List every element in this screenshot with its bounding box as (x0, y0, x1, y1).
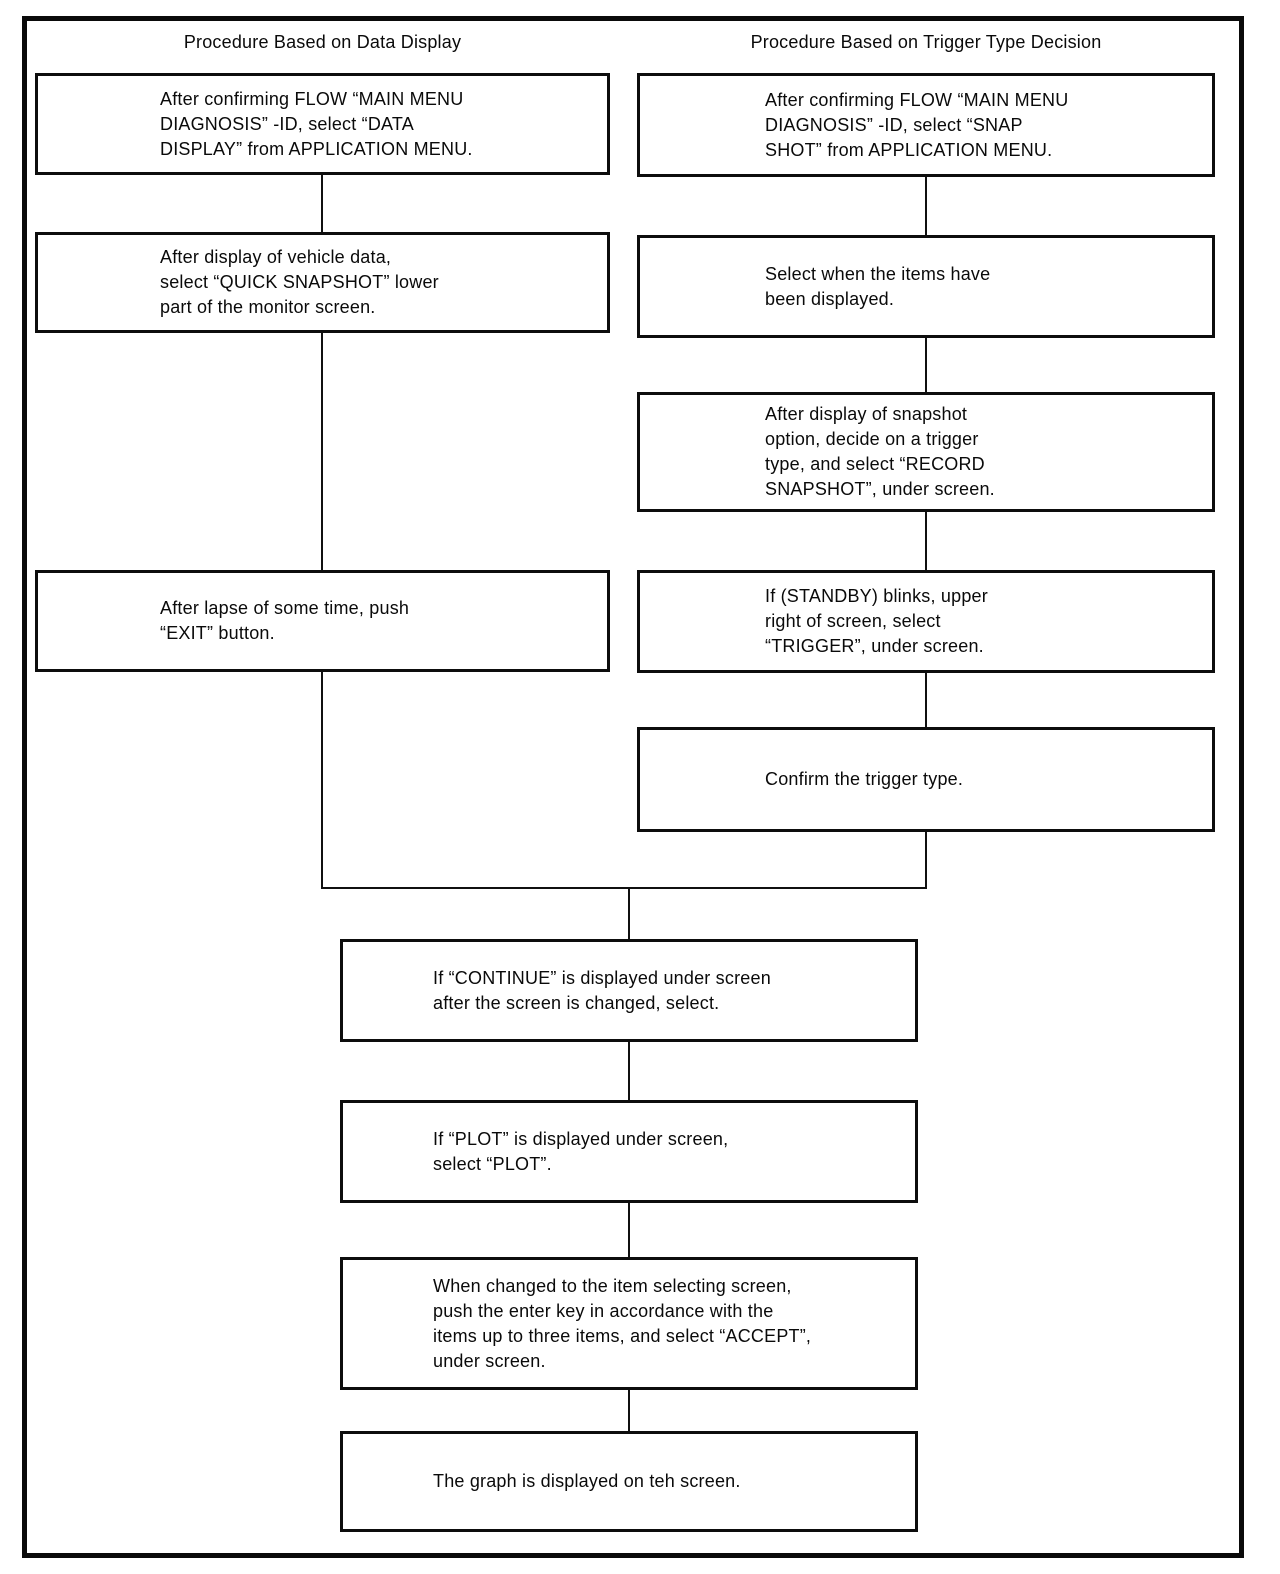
flow-box-data-display-step-3: After lapse of some time, push “EXIT” bu… (35, 570, 610, 672)
flow-box-merged-step-3: When changed to the item selecting scree… (340, 1257, 918, 1390)
merge-junction-line (321, 887, 927, 889)
connector-merged-2-3 (628, 1203, 630, 1257)
flow-box-trigger-step-1: After confirming FLOW “MAIN MENU DIAGNOS… (637, 73, 1215, 177)
connector-trigger-4-5 (925, 673, 927, 727)
flow-box-data-display-step-1: After confirming FLOW “MAIN MENU DIAGNOS… (35, 73, 610, 175)
flow-box-merged-step-4: The graph is displayed on teh screen. (340, 1431, 918, 1532)
outer-border (22, 16, 1244, 1558)
flow-box-text: The graph is displayed on teh screen. (433, 1471, 741, 1491)
flow-box-text: After confirming FLOW “MAIN MENU DIAGNOS… (160, 88, 473, 159)
flow-box-trigger-step-4: If (STANDBY) blinks, upper right of scre… (637, 570, 1215, 673)
flow-box-text: If (STANDBY) blinks, upper right of scre… (765, 586, 988, 656)
flow-box-data-display-step-2: After display of vehicle data, select “Q… (35, 232, 610, 333)
flow-box-text: Select when the items have been displaye… (765, 263, 991, 309)
connector-trigger-3-4 (925, 512, 927, 570)
flow-box-text: After display of snapshot option, decide… (765, 404, 995, 499)
flow-box-text: If “CONTINUE” is displayed under screen … (433, 967, 771, 1013)
connector-data-display-3-merge (321, 672, 323, 889)
flow-box-text: After lapse of some time, push “EXIT” bu… (160, 598, 410, 643)
connector-trigger-1-2 (925, 177, 927, 235)
flow-box-text: When changed to the item selecting scree… (433, 1275, 812, 1371)
flow-box-merged-step-2: If “PLOT” is displayed under screen, sel… (340, 1100, 918, 1203)
flow-box-text: Confirm the trigger type. (765, 769, 964, 789)
flow-box-text: If “PLOT” is displayed under screen, sel… (433, 1128, 729, 1174)
connector-data-display-1-2 (321, 175, 323, 232)
connector-trigger-2-3 (925, 338, 927, 392)
connector-merge-to-step-1 (628, 889, 630, 939)
connector-merged-1-2 (628, 1042, 630, 1100)
connector-trigger-5-merge (925, 832, 927, 889)
flow-box-trigger-step-5: Confirm the trigger type. (637, 727, 1215, 832)
flow-box-text: After display of vehicle data, select “Q… (160, 247, 439, 317)
flow-box-trigger-step-3: After display of snapshot option, decide… (637, 392, 1215, 512)
connector-merged-3-4 (628, 1390, 630, 1431)
column-header-data-display: Procedure Based on Data Display (183, 32, 462, 52)
flow-box-trigger-step-2: Select when the items have been displaye… (637, 235, 1215, 338)
column-header-trigger-type: Procedure Based on Trigger Type Decision (750, 32, 1102, 52)
flow-box-merged-step-1: If “CONTINUE” is displayed under screen … (340, 939, 918, 1042)
flow-box-text: After confirming FLOW “MAIN MENU DIAGNOS… (765, 89, 1069, 160)
connector-data-display-2-3 (321, 333, 323, 570)
